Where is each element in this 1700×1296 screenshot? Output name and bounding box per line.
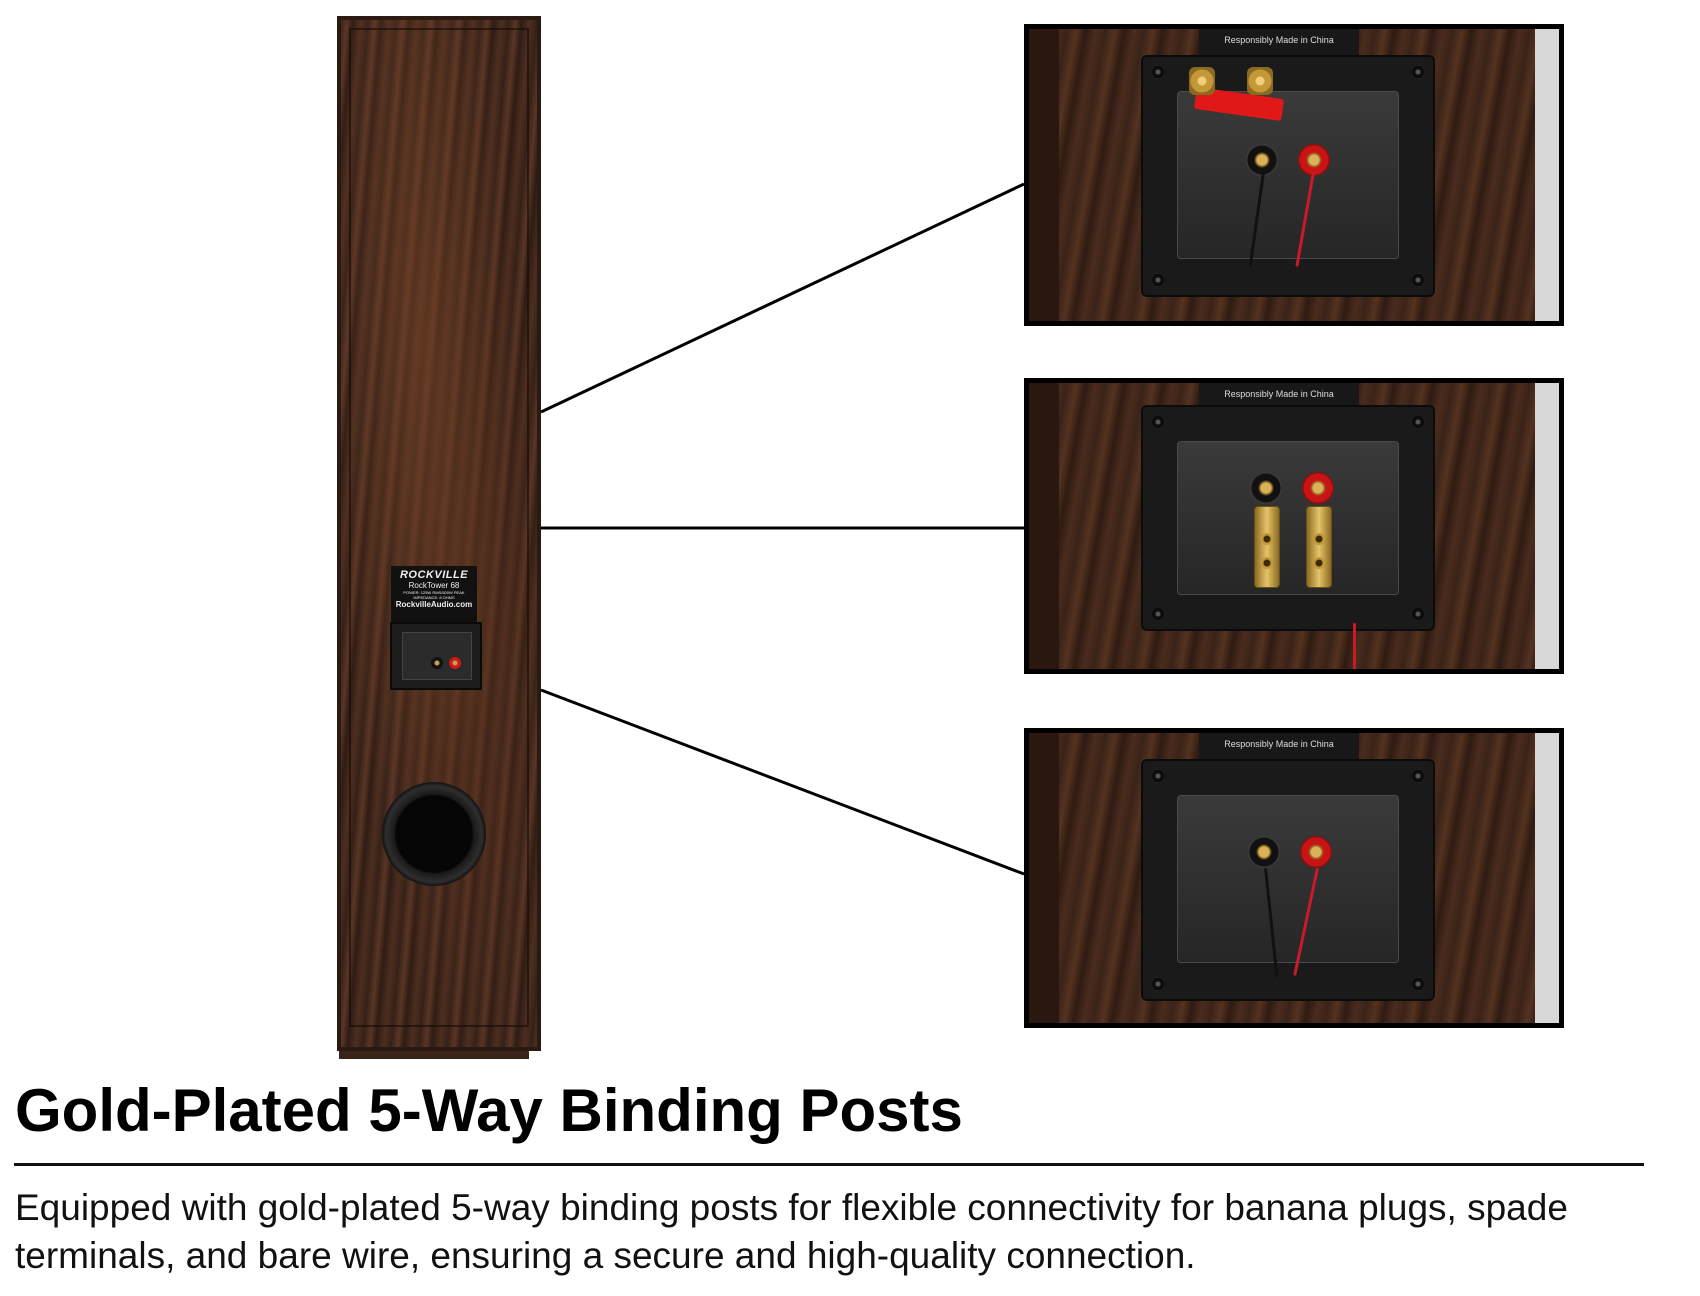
terminal-recess bbox=[1177, 91, 1399, 268]
screw-icon bbox=[1151, 415, 1165, 429]
speaker-terminal-cup bbox=[390, 622, 482, 690]
red-wire bbox=[1353, 623, 1356, 669]
banana-plug-tip-icon bbox=[1247, 67, 1273, 95]
speaker-model: RockTower 68 bbox=[408, 581, 460, 590]
bass-port bbox=[382, 782, 486, 886]
red-wire bbox=[1295, 171, 1315, 267]
screw-icon bbox=[1411, 415, 1425, 429]
screw-icon bbox=[1151, 273, 1165, 287]
terminal-cup bbox=[1141, 55, 1435, 297]
speaker-spec-impedance: IMPEDANCE: 8 OHMS bbox=[413, 595, 455, 600]
speaker-website: RockvilleAudio.com bbox=[395, 600, 473, 609]
terminal-recess bbox=[402, 632, 472, 680]
positive-binding-post-icon bbox=[1300, 836, 1332, 868]
screw-icon bbox=[1151, 769, 1165, 783]
screw-icon bbox=[1411, 607, 1425, 621]
callout-line-banana bbox=[540, 182, 1025, 414]
zoom-panel-spade-terminal: Responsibly Made in China bbox=[1024, 378, 1564, 674]
spade-terminal-right bbox=[1306, 506, 1332, 588]
positive-binding-post-icon bbox=[1298, 144, 1330, 176]
screw-icon bbox=[1411, 273, 1425, 287]
made-in-label: Responsibly Made in China bbox=[1199, 733, 1359, 759]
negative-binding-post-icon bbox=[1250, 472, 1282, 504]
screw-icon bbox=[1151, 977, 1165, 991]
made-in-label: Responsibly Made in China bbox=[1199, 383, 1359, 409]
positive-binding-post-icon bbox=[1302, 472, 1334, 504]
title-divider bbox=[14, 1163, 1644, 1166]
made-in-label: Responsibly Made in China bbox=[1199, 29, 1359, 55]
terminal-recess bbox=[1177, 795, 1399, 978]
positive-terminal-icon bbox=[449, 657, 461, 669]
screw-icon bbox=[1411, 769, 1425, 783]
tower-speaker-rear bbox=[337, 16, 541, 1051]
speaker-spec-power: POWER: 125W RMS/500W PEAK bbox=[403, 590, 465, 595]
banana-plug-tip-icon bbox=[1189, 67, 1215, 95]
callout-line-bare-wire bbox=[540, 688, 1025, 876]
feature-description: Equipped with gold-plated 5-way binding … bbox=[15, 1187, 1568, 1276]
zoom-panel-banana-plug: Responsibly Made in China bbox=[1024, 24, 1564, 326]
black-wire bbox=[1248, 171, 1265, 268]
red-wire bbox=[1293, 867, 1319, 976]
negative-terminal-icon bbox=[431, 657, 443, 669]
zoom-panel-bare-wire: Responsibly Made in China bbox=[1024, 728, 1564, 1028]
spade-terminal-left bbox=[1254, 506, 1280, 588]
speaker-label-plate: ROCKVILLE RockTower 68 POWER: 125W RMS/5… bbox=[391, 566, 477, 622]
terminal-recess bbox=[1177, 441, 1399, 595]
feature-title: Gold-Plated 5-Way Binding Posts bbox=[15, 1077, 963, 1144]
black-wire bbox=[1264, 867, 1279, 978]
negative-binding-post-icon bbox=[1246, 144, 1278, 176]
screw-icon bbox=[1151, 65, 1165, 79]
screw-icon bbox=[1151, 607, 1165, 621]
terminal-cup bbox=[1141, 759, 1435, 1001]
speaker-brand: ROCKVILLE bbox=[399, 569, 469, 581]
speaker-cabinet-inset bbox=[349, 28, 529, 1027]
terminal-cup bbox=[1141, 405, 1435, 631]
negative-binding-post-icon bbox=[1248, 836, 1280, 868]
screw-icon bbox=[1411, 977, 1425, 991]
screw-icon bbox=[1411, 65, 1425, 79]
